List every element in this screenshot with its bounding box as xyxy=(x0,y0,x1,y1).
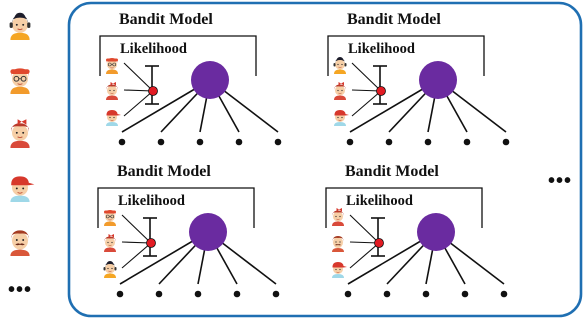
arm-node xyxy=(235,138,243,146)
reward-estimate-dot xyxy=(376,86,386,96)
likelihood-bracket xyxy=(325,187,483,228)
likelihood-label: Likelihood xyxy=(346,193,413,209)
likelihood-label: Likelihood xyxy=(120,41,187,57)
arm-node xyxy=(196,138,204,146)
woman-red-bow-avatar-icon xyxy=(333,81,347,101)
bandit-model-title: Bandit Model xyxy=(345,163,439,180)
model-group-border xyxy=(67,1,583,318)
reward-error-bar xyxy=(349,214,385,269)
likelihood-bracket xyxy=(99,35,257,76)
man-red-cap-glasses-avatar-icon xyxy=(9,67,31,95)
more-models-ellipsis: ••• xyxy=(548,170,572,192)
arm-node xyxy=(155,290,163,298)
reward-error-bar xyxy=(123,62,159,117)
bandit-model-title: Bandit Model xyxy=(119,11,213,28)
arm-node xyxy=(461,290,469,298)
woman-red-bow-avatar-icon xyxy=(103,233,117,253)
arm-node xyxy=(422,290,430,298)
model-node xyxy=(417,213,455,251)
man-red-cap-glasses-avatar-icon xyxy=(103,209,117,227)
arm-node xyxy=(274,138,282,146)
boy-red-cap-avatar-icon xyxy=(333,109,350,127)
reward-estimate-dot xyxy=(148,86,158,96)
model-node xyxy=(189,213,227,251)
likelihood-label: Likelihood xyxy=(118,193,185,209)
arm-node xyxy=(424,138,432,146)
arm-node xyxy=(116,290,124,298)
arm-node xyxy=(346,138,354,146)
woman-red-bow-avatar-icon xyxy=(105,81,119,101)
arm-node xyxy=(502,138,510,146)
arm-node xyxy=(233,290,241,298)
users-ellipsis: ••• xyxy=(8,279,32,301)
arm-node xyxy=(463,138,471,146)
man-red-cap-glasses-avatar-icon xyxy=(105,57,119,75)
arm-node xyxy=(194,290,202,298)
reward-estimate-dot xyxy=(374,238,384,248)
man-mustache-avatar-icon xyxy=(10,230,30,256)
woman-bun-headset-avatar-icon xyxy=(103,260,117,279)
arm-node xyxy=(500,290,508,298)
arm-node xyxy=(157,138,165,146)
user-population xyxy=(9,12,36,256)
arm-node xyxy=(272,290,280,298)
likelihood-bracket xyxy=(327,35,485,76)
boy-red-cap-avatar-icon xyxy=(9,175,36,203)
likelihood-bracket xyxy=(97,187,255,228)
bandit-model-title: Bandit Model xyxy=(347,11,441,28)
woman-bun-headset-avatar-icon xyxy=(333,56,347,75)
model-node xyxy=(191,61,229,99)
arm-node xyxy=(385,138,393,146)
man-mustache-avatar-icon xyxy=(332,236,344,252)
boy-red-cap-avatar-icon xyxy=(105,109,122,127)
bandit-model-title: Bandit Model xyxy=(117,163,211,180)
arm-node xyxy=(344,290,352,298)
arm-node xyxy=(383,290,391,298)
woman-red-bow-avatar-icon xyxy=(331,207,345,227)
woman-bun-headset-avatar-icon xyxy=(9,12,31,41)
model-node xyxy=(419,61,457,99)
arm-node xyxy=(118,138,126,146)
reward-error-bar xyxy=(121,214,157,269)
reward-estimate-dot xyxy=(146,238,156,248)
likelihood-label: Likelihood xyxy=(348,41,415,57)
woman-red-bow-avatar-icon xyxy=(9,118,31,149)
reward-error-bar xyxy=(351,62,387,117)
boy-red-cap-avatar-icon xyxy=(331,261,348,279)
